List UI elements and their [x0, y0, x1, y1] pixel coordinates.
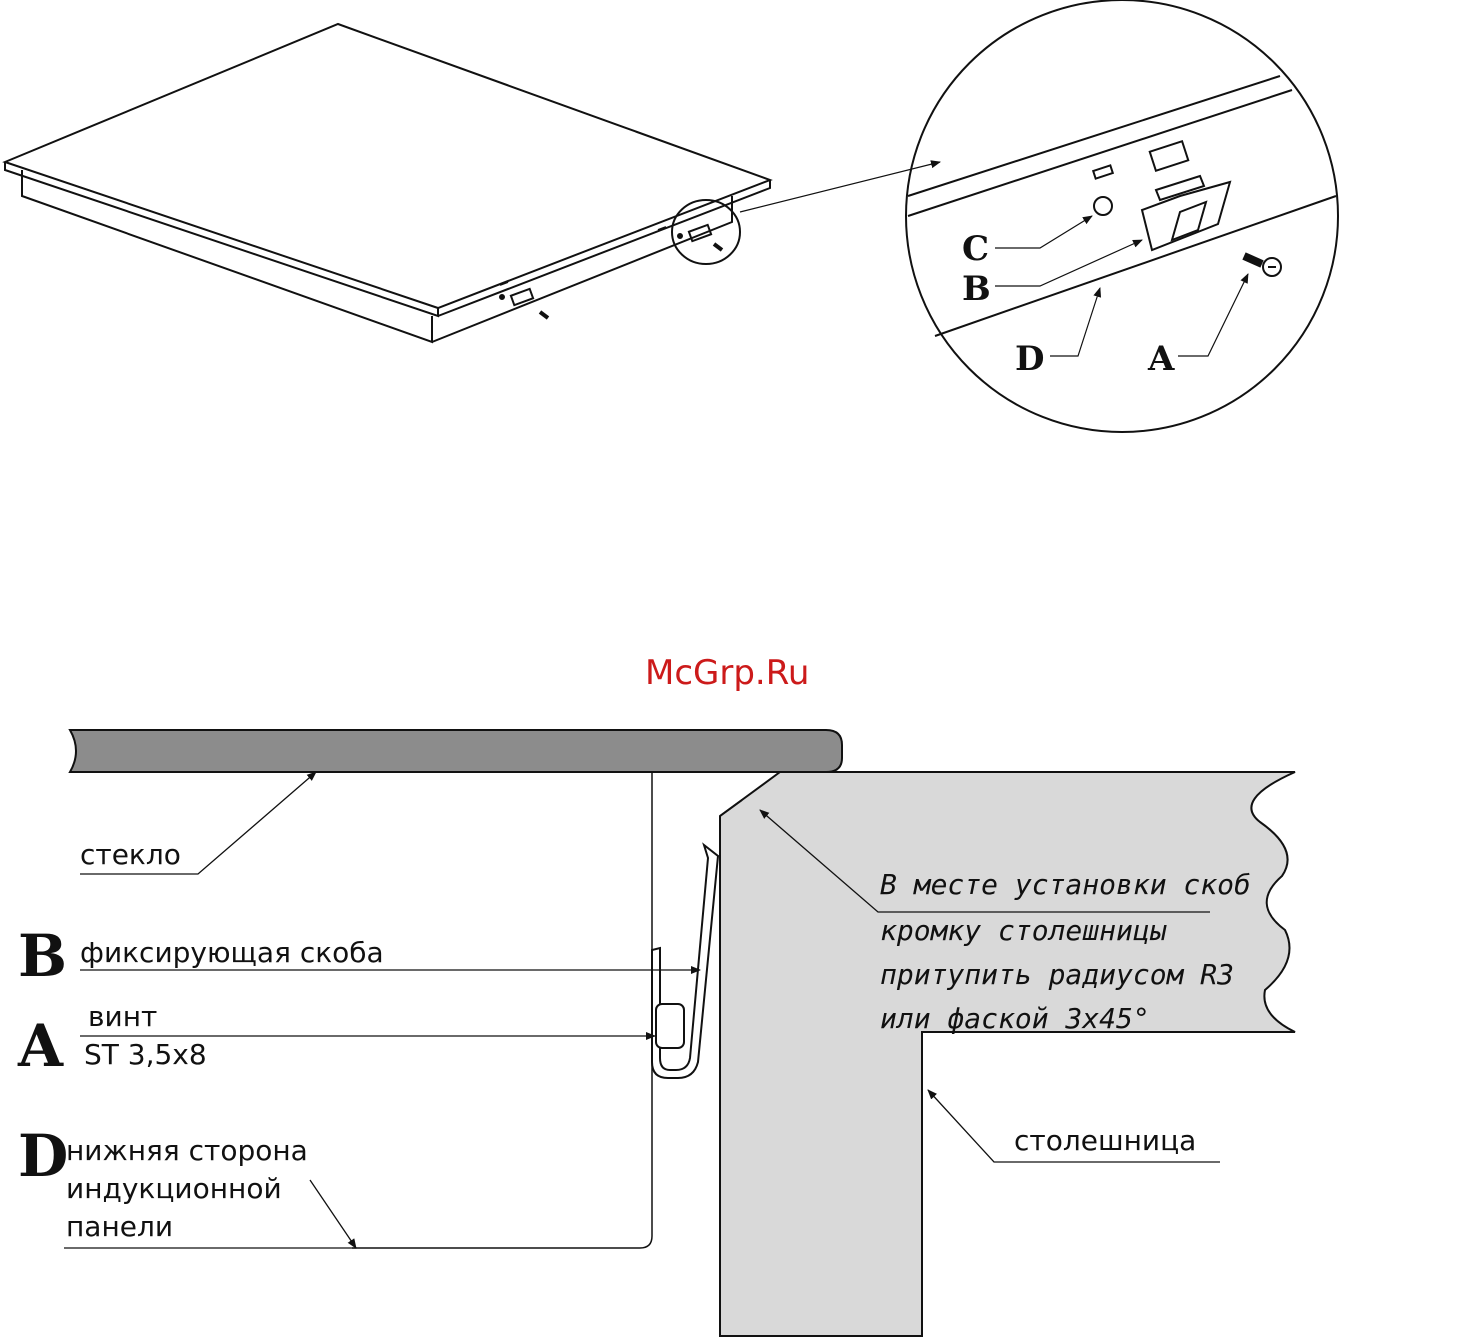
callout-b: B [962, 269, 991, 309]
label-underside-1: нижняя сторона [66, 1134, 308, 1167]
key-a: A [17, 1012, 64, 1080]
label-screw: винт [88, 1000, 157, 1033]
callout-a: A [1147, 339, 1175, 379]
label-underside-3: панели [66, 1210, 173, 1243]
key-d: D [18, 1122, 68, 1190]
note-line-1: В месте установки скоб [880, 868, 1251, 901]
label-countertop: столешница [1014, 1124, 1196, 1157]
watermark: McGrp.Ru [645, 653, 809, 693]
note-line-3: притупить радиусом R3 [880, 958, 1234, 991]
key-b: B [18, 922, 67, 990]
callout-d: D [1015, 339, 1044, 379]
hob-perspective [5, 24, 940, 342]
label-bracket: фиксирующая скоба [80, 936, 384, 969]
callout-c: C [962, 229, 989, 269]
glass-panel [70, 730, 842, 772]
screw-head [656, 1004, 684, 1048]
note-line-4: или фаской 3x45° [880, 1002, 1150, 1035]
label-underside-2: индукционной [66, 1172, 282, 1205]
note-line-2: кромку столешницы [880, 914, 1167, 947]
screw-icon [1244, 256, 1281, 276]
detail-zoom [906, 0, 1338, 432]
label-screw-size: ST 3,5x8 [84, 1038, 207, 1071]
countertop [720, 772, 1295, 1336]
label-glass: стекло [80, 838, 181, 871]
